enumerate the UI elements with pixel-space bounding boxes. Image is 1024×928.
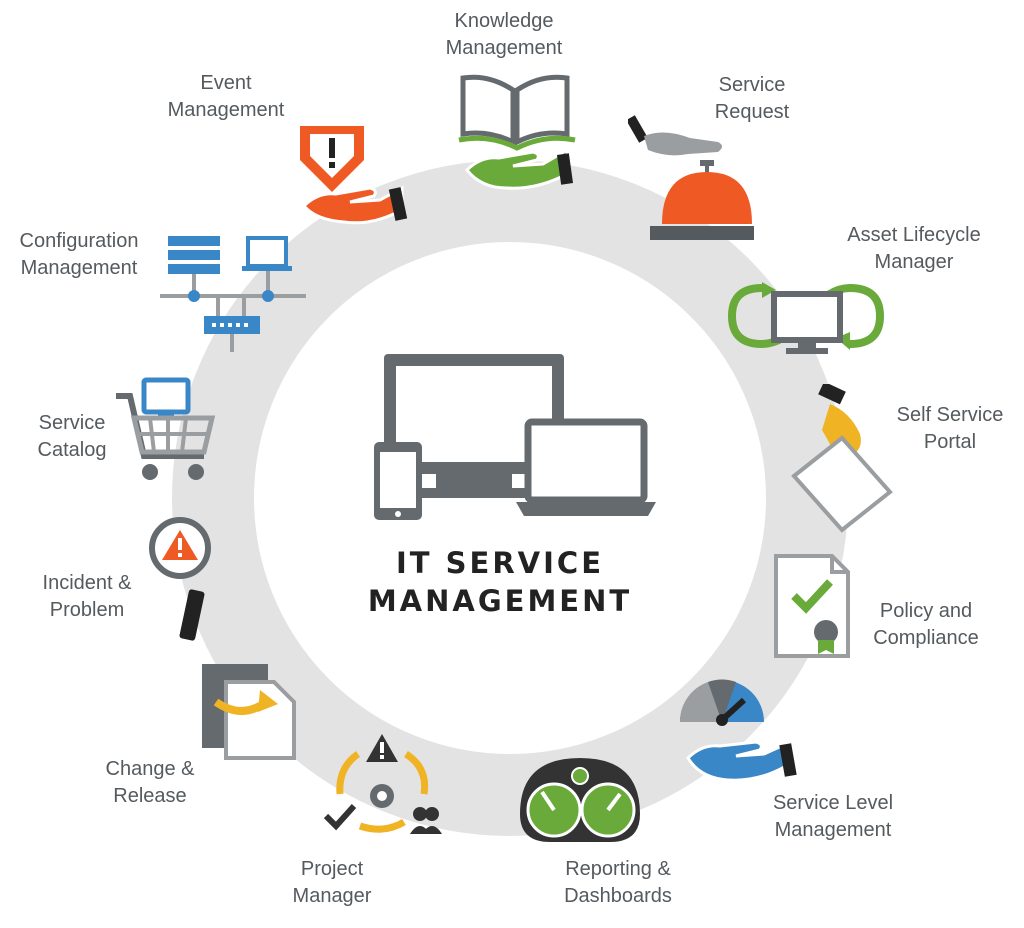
label-policy: Policy and Compliance bbox=[858, 598, 994, 652]
label-reporting: Reporting & Dashboards bbox=[548, 856, 688, 910]
label-knowledge: Knowledge Management bbox=[404, 8, 604, 62]
center-title: IT SERVICE MANAGEMENT bbox=[330, 544, 670, 620]
label-policy-line1: Policy and bbox=[879, 600, 973, 622]
label-asset-lifecycle-line1: Asset Lifecycle bbox=[847, 224, 981, 246]
network-icon bbox=[160, 236, 306, 352]
label-service-level-line2: Management bbox=[774, 819, 892, 841]
label-self-service-line2: Portal bbox=[923, 431, 977, 453]
magnifier-warning-icon bbox=[149, 517, 211, 641]
open-book-hand-icon bbox=[458, 74, 576, 190]
dashboard-gauges-icon bbox=[520, 758, 640, 842]
label-self-service-line1: Self Service bbox=[896, 404, 1004, 426]
label-reporting-line2: Dashboards bbox=[564, 885, 672, 907]
label-service-request: Service Request bbox=[682, 72, 822, 126]
label-incident: Incident & Problem bbox=[30, 570, 144, 624]
label-asset-lifecycle-line2: Manager bbox=[874, 251, 954, 273]
label-catalog-line2: Catalog bbox=[37, 439, 107, 461]
project-cycle-icon bbox=[323, 734, 442, 834]
center-title-line2: MANAGEMENT bbox=[367, 584, 633, 618]
label-configuration-line1: Configuration bbox=[19, 230, 139, 252]
label-policy-line2: Compliance bbox=[873, 627, 979, 649]
shopping-cart-icon bbox=[116, 377, 216, 480]
label-event-line1: Event bbox=[200, 72, 252, 94]
label-service-level: Service Level Management bbox=[760, 790, 906, 844]
label-self-service: Self Service Portal bbox=[876, 402, 1024, 456]
label-incident-line1: Incident & bbox=[42, 572, 132, 594]
document-arrow-icon bbox=[202, 664, 296, 760]
label-project-line2: Manager bbox=[292, 885, 372, 907]
label-knowledge-line2: Management bbox=[445, 37, 563, 59]
label-incident-line2: Problem bbox=[49, 599, 125, 621]
center-title-line1: IT SERVICE bbox=[395, 546, 605, 580]
warning-hand-icon bbox=[300, 126, 408, 225]
certificate-check-icon bbox=[774, 554, 850, 658]
label-event-line2: Management bbox=[167, 99, 285, 121]
label-configuration-line2: Management bbox=[20, 257, 138, 279]
label-asset-lifecycle: Asset Lifecycle Manager bbox=[824, 222, 1004, 276]
label-service-request-line2: Request bbox=[714, 101, 790, 123]
service-bell-icon bbox=[628, 115, 754, 240]
label-reporting-line1: Reporting & bbox=[565, 858, 671, 880]
label-service-level-line1: Service Level bbox=[772, 792, 894, 814]
recycle-monitor-icon bbox=[727, 282, 885, 354]
label-knowledge-line1: Knowledge bbox=[454, 10, 554, 32]
label-change-line1: Change & bbox=[105, 758, 195, 780]
label-event: Event Management bbox=[156, 70, 296, 124]
label-configuration: Configuration Management bbox=[6, 228, 152, 282]
label-service-request-line1: Service bbox=[718, 74, 786, 96]
hand-document-icon bbox=[791, 384, 893, 533]
label-project-line1: Project bbox=[300, 858, 364, 880]
label-change-line2: Release bbox=[113, 785, 187, 807]
gauge-hand-icon bbox=[679, 679, 797, 782]
label-catalog: Service Catalog bbox=[24, 410, 120, 464]
devices-icon bbox=[374, 354, 656, 520]
label-project: Project Manager bbox=[272, 856, 392, 910]
label-catalog-line1: Service bbox=[38, 412, 106, 434]
label-change: Change & Release bbox=[88, 756, 212, 810]
